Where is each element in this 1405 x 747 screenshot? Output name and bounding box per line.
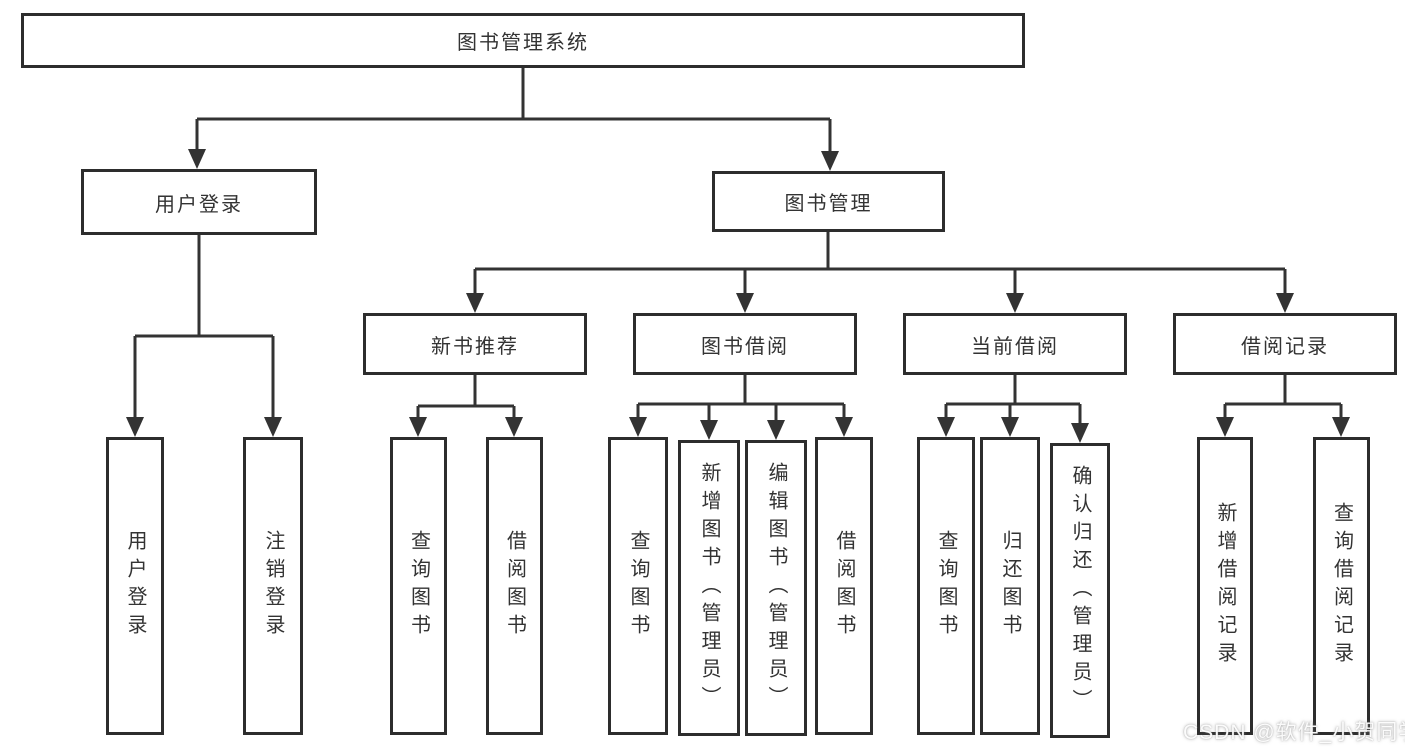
leaf-bb-borrow-books: 借阅图书 xyxy=(815,437,873,735)
arrowhead-bb-add-books xyxy=(700,420,718,440)
leaf-bb-query-books: 查询图书 xyxy=(608,437,668,735)
leaf-br-query-record: 查询借阅记录 xyxy=(1313,437,1370,735)
arrowhead-current-borrowing xyxy=(1006,293,1024,313)
node-label: 图书管理 xyxy=(784,193,873,215)
node-new-book-recommend: 新书推荐 xyxy=(363,313,587,375)
csdn-watermark: CSDN @软件_小贺同学 xyxy=(1183,721,1405,744)
leaf-label: 确认归还（管理员） xyxy=(1069,464,1091,717)
arrowhead-bb-borrow-books xyxy=(835,417,853,437)
leaf-bb-edit-books-admin: 编辑图书（管理员） xyxy=(745,440,807,736)
leaf-label: 查询图书 xyxy=(627,530,649,642)
arrowhead-bb-edit-books xyxy=(767,420,785,440)
arrowhead-cb-confirm-return xyxy=(1071,423,1089,443)
leaf-cb-return-books: 归还图书 xyxy=(980,437,1040,735)
leaf-cb-query-books: 查询图书 xyxy=(917,437,975,735)
leaf-bb-add-books-admin: 新增图书（管理员） xyxy=(678,440,740,736)
arrowhead-bb-query-books xyxy=(629,417,647,437)
leaf-br-add-record: 新增借阅记录 xyxy=(1197,437,1253,735)
node-label: 用户登录 xyxy=(155,193,243,216)
leaf-logout: 注销登录 xyxy=(243,437,303,735)
node-book-borrowing: 图书借阅 xyxy=(633,313,857,375)
leaf-label: 编辑图书（管理员） xyxy=(765,462,787,714)
leaf-label: 查询图书 xyxy=(407,530,430,642)
arrowhead-nb-query-books xyxy=(409,417,427,437)
arrowhead-nb-borrow-books xyxy=(505,417,523,437)
arrowhead-user-login-leaf xyxy=(126,417,144,437)
leaf-label: 注销登录 xyxy=(262,530,284,642)
connector-book-management-branch xyxy=(473,232,1287,294)
arrowhead-br-query-record xyxy=(1332,417,1350,437)
arrowhead-logout-leaf xyxy=(264,417,282,437)
leaf-label: 查询图书 xyxy=(935,530,957,642)
node-current-borrowing: 当前借阅 xyxy=(903,313,1127,375)
leaf-label: 借阅图书 xyxy=(503,530,526,642)
leaf-user-login: 用户登录 xyxy=(106,437,164,735)
node-library-management-system: 图书管理系统 xyxy=(21,13,1025,68)
leaf-label: 借阅图书 xyxy=(833,530,855,642)
node-label: 当前借阅 xyxy=(971,335,1059,358)
node-label: 图书借阅 xyxy=(701,335,789,358)
arrowhead-new-book-recommend xyxy=(466,293,484,313)
leaf-label: 新增图书（管理员） xyxy=(698,462,720,714)
connector-user-login-branch xyxy=(133,235,275,418)
leaf-label: 用户登录 xyxy=(124,530,146,642)
connector-borrowing-records-leaves xyxy=(1223,375,1343,418)
leaf-nb-borrow-books: 借阅图书 xyxy=(486,437,543,735)
arrowhead-borrowing-records xyxy=(1276,293,1294,313)
leaf-nb-query-books: 查询图书 xyxy=(390,437,447,735)
node-user-login: 用户登录 xyxy=(81,169,317,235)
leaf-label: 新增借阅记录 xyxy=(1214,502,1236,670)
connector-book-borrowing-leaves xyxy=(636,375,846,420)
arrowhead-book-borrowing xyxy=(736,293,754,313)
node-label: 图书管理系统 xyxy=(457,32,589,54)
arrowhead-user-login xyxy=(188,149,206,169)
connector-current-borrowing-leaves xyxy=(944,375,1082,423)
leaf-cb-confirm-return-admin: 确认归还（管理员） xyxy=(1050,443,1110,738)
node-label: 新书推荐 xyxy=(431,335,519,358)
arrowhead-book-management xyxy=(821,151,839,171)
connector-root-to-level2 xyxy=(195,68,832,152)
node-label: 借阅记录 xyxy=(1241,335,1329,358)
node-book-management: 图书管理 xyxy=(712,171,945,232)
arrowhead-cb-query-books xyxy=(937,417,955,437)
arrowhead-cb-return-books xyxy=(1001,417,1019,437)
arrowhead-br-add-record xyxy=(1216,417,1234,437)
leaf-label: 归还图书 xyxy=(999,530,1021,642)
leaf-label: 查询借阅记录 xyxy=(1330,502,1353,670)
connector-new-book-leaves xyxy=(416,375,516,418)
node-borrowing-records: 借阅记录 xyxy=(1173,313,1397,375)
